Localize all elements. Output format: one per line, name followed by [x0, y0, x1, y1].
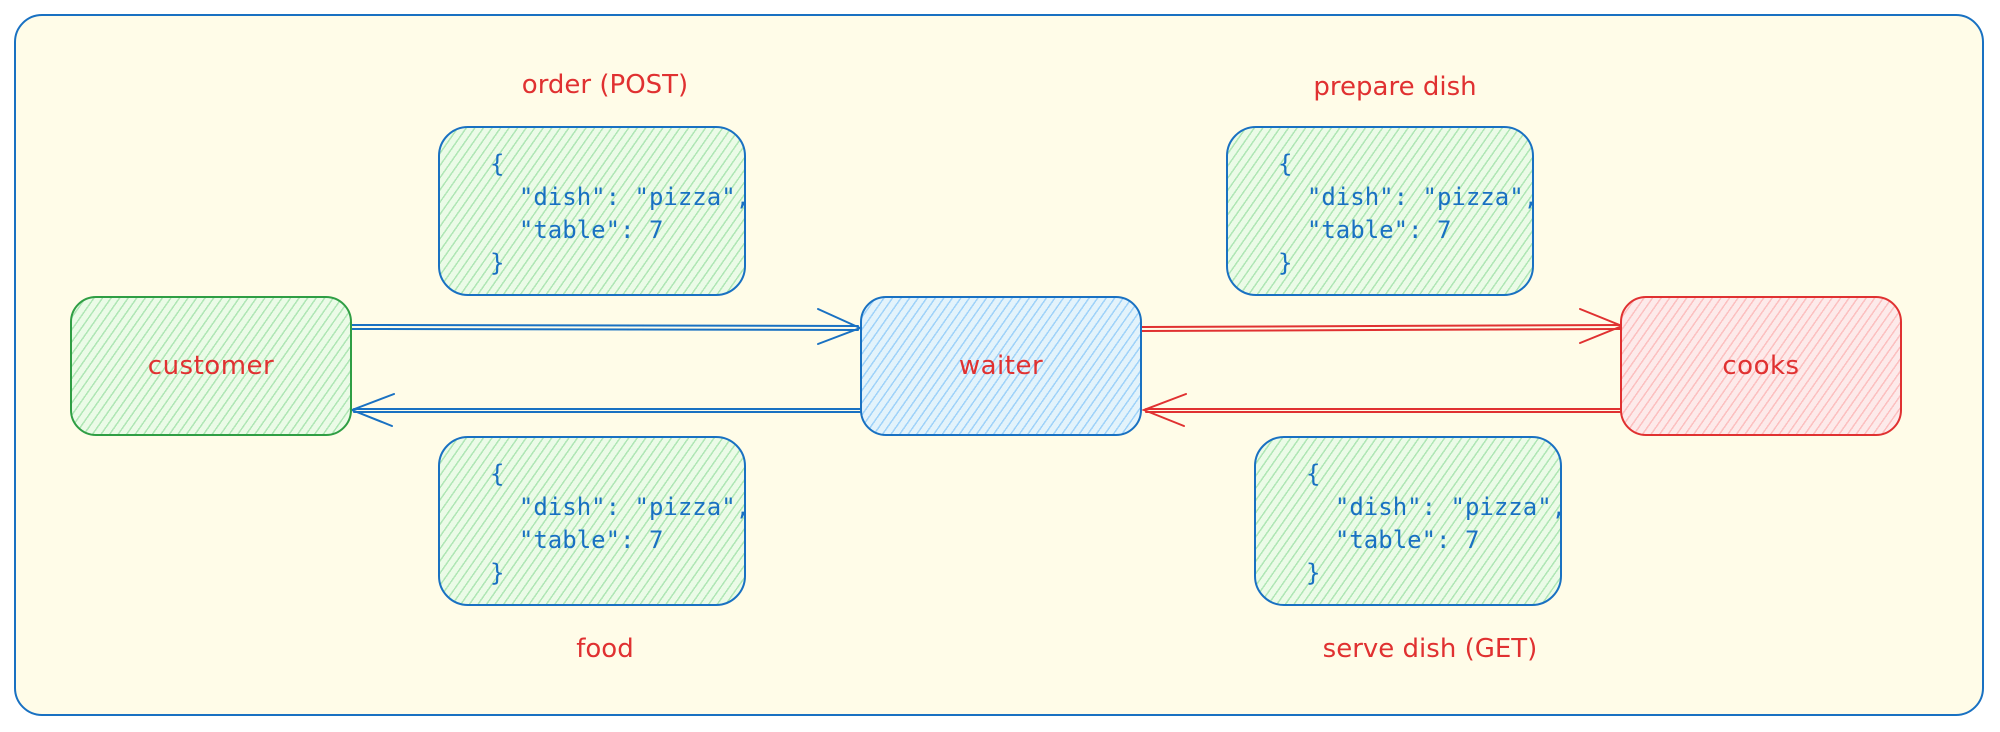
payload-line: "dish": "pizza", [1306, 493, 1567, 521]
payload-line: { [1306, 460, 1321, 488]
arrow-waiter-to-customer [349, 393, 861, 427]
customer-node: customer [70, 296, 352, 436]
payload-line: { [1278, 150, 1293, 178]
payload-line: } [1278, 249, 1293, 277]
payload-line: } [490, 249, 505, 277]
payload-line: "dish": "pizza", [490, 493, 751, 521]
cooks-label: cooks [1722, 351, 1800, 381]
payload-line: } [490, 559, 505, 587]
payload-line: } [1306, 559, 1321, 587]
prepare-label: prepare dish [1313, 72, 1477, 102]
customer-label: customer [147, 351, 275, 381]
serve-payload: { "dish": "pizza", "table": 7 } [1254, 436, 1567, 606]
food-label: food [576, 634, 634, 664]
payload-line: "table": 7 [1278, 216, 1452, 244]
payload-line: { [490, 460, 505, 488]
prepare-payload: { "dish": "pizza", "table": 7 } [1226, 126, 1539, 296]
waiter-node: waiter [860, 296, 1142, 436]
payload-line: "dish": "pizza", [1278, 183, 1539, 211]
order-label: order (POST) [521, 70, 689, 100]
payload-line: "table": 7 [1306, 526, 1480, 554]
waiter-label: waiter [958, 351, 1044, 381]
food-payload: { "dish": "pizza", "table": 7 } [438, 436, 751, 606]
arrow-waiter-to-cooks [1141, 308, 1625, 344]
arrow-cooks-to-waiter [1141, 393, 1621, 427]
payload-line: { [490, 150, 505, 178]
order-payload: { "dish": "pizza", "table": 7 } [438, 126, 751, 296]
payload-line: "dish": "pizza", [490, 183, 751, 211]
serve-label: serve dish (GET) [1322, 634, 1538, 664]
payload-line: "table": 7 [490, 216, 664, 244]
arrow-customer-to-waiter [351, 308, 863, 345]
cooks-node: cooks [1620, 296, 1902, 436]
payload-line: "table": 7 [490, 526, 664, 554]
